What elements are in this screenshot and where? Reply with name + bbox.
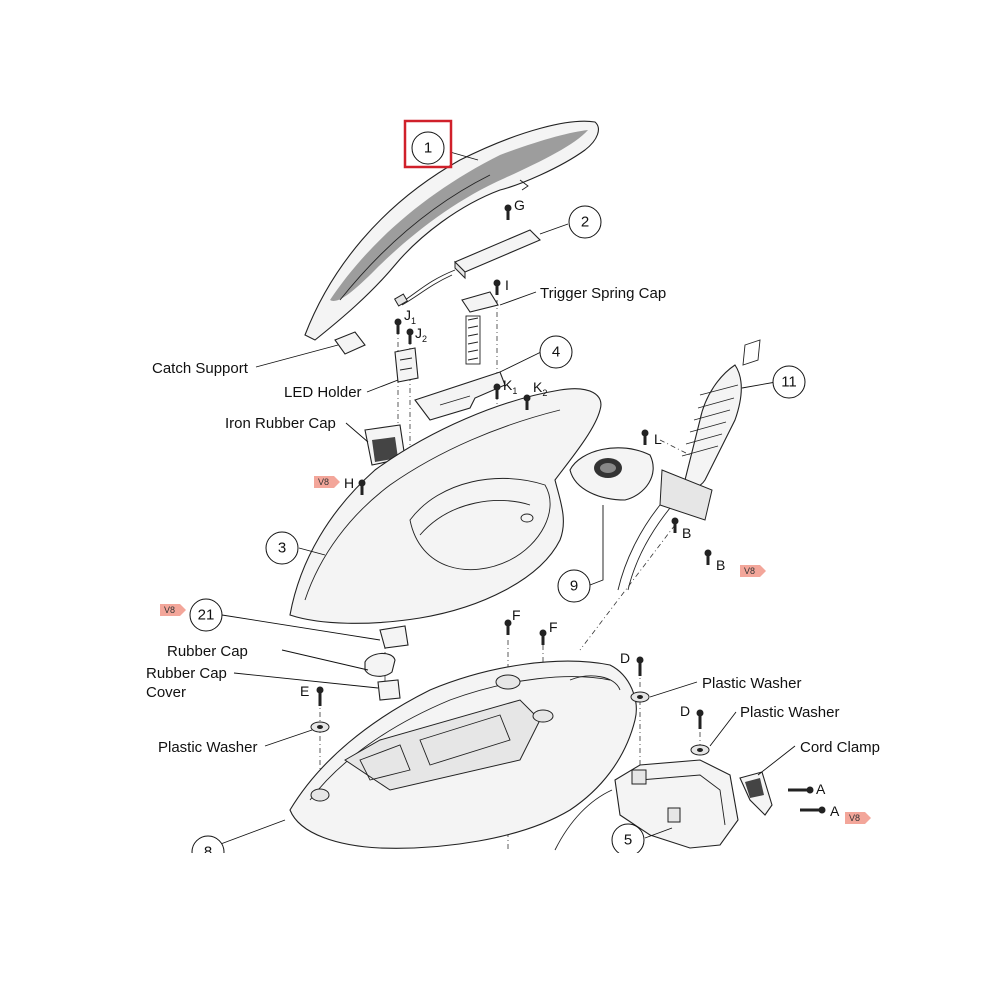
label-iron-rubber-cap: Iron Rubber Cap: [225, 415, 336, 432]
led-holder-part: [394, 347, 419, 383]
catch-support-part: [334, 331, 366, 355]
screw-letter-a1: A: [816, 781, 826, 797]
badge-v8-a-text: V8: [849, 813, 860, 823]
callout-8-number: 8: [204, 844, 212, 861]
screw-letter-j1-main: J: [404, 307, 411, 323]
screw-letter-j2-sub: 2: [422, 334, 427, 344]
part-21-piece: [379, 625, 409, 649]
label-rubber-cap-cover-line1: Rubber Cap: [146, 665, 227, 682]
screw-letter-i: I: [505, 277, 509, 293]
rubber-cap-cover-part: [377, 679, 401, 701]
callout-3: 3: [265, 531, 299, 565]
callout-2: 2: [568, 205, 602, 239]
screw-letter-b2: B: [716, 557, 725, 573]
callout-2-number: 2: [581, 214, 589, 231]
screw-letter-d1: D: [620, 650, 630, 666]
callout-4: 4: [539, 335, 573, 369]
screw-letter-a2: A: [830, 803, 840, 819]
screw-letter-k1-main: K: [503, 377, 513, 393]
callout-21-number: 21: [198, 607, 215, 624]
screw-letter-k1-sub: 1: [512, 386, 517, 396]
callout-9: 9: [557, 569, 591, 603]
badge-v8-21: V8: [160, 604, 186, 616]
rubber-cap-part: [364, 652, 396, 677]
screw-letter-j2-main: J: [415, 325, 422, 341]
screw-letter-e: E: [300, 683, 309, 699]
badge-v8-h-text: V8: [318, 477, 329, 487]
upper-housing: [289, 388, 602, 624]
badge-v8-b-text: V8: [744, 566, 755, 576]
screw-letter-j2: J2: [415, 325, 427, 344]
callout-21: 21: [189, 598, 223, 632]
highlight-box: [403, 119, 453, 169]
rear-cover: [554, 759, 739, 851]
cord-clamp-part: [739, 771, 773, 816]
callout-1: 1: [411, 131, 445, 165]
screw-letter-j1-sub: 1: [411, 316, 416, 326]
callout-3-number: 3: [278, 540, 286, 557]
leader-lines: [217, 151, 796, 846]
screw-letter-j1: J1: [404, 307, 416, 326]
trigger-spring: [461, 291, 499, 365]
badge-v8-h: V8: [314, 476, 340, 488]
screw-letter-k2-sub: 2: [542, 388, 547, 398]
label-rubber-cap-cover-line2: Cover: [146, 684, 186, 701]
power-cord: [617, 339, 761, 591]
washers: [310, 691, 710, 756]
callout-4-number: 4: [552, 344, 560, 361]
badge-v8-a: V8: [845, 812, 871, 824]
callout-1-number: 1: [424, 140, 432, 157]
label-trigger-spring-cap: Trigger Spring Cap: [540, 285, 666, 302]
callout-11: 11: [772, 365, 806, 399]
callout-9-number: 9: [570, 578, 578, 595]
screw-letter-k2: K2: [533, 379, 547, 398]
pcb-board: [393, 229, 541, 307]
label-rubber-cap: Rubber Cap: [167, 643, 248, 660]
badge-v8-b: V8: [740, 565, 766, 577]
bottom-whitespace: [0, 853, 1000, 1000]
badge-v8-21-text: V8: [164, 605, 175, 615]
screw-letter-d2: D: [680, 703, 690, 719]
callout-5-number: 5: [624, 832, 632, 849]
screw-letter-b1: B: [682, 525, 691, 541]
label-plastic-washer-right-1: Plastic Washer: [702, 675, 801, 692]
lower-body: [289, 660, 637, 849]
callout-11-number: 11: [781, 374, 797, 391]
callout-5: 5: [611, 823, 645, 857]
handle-top-cover: [304, 120, 599, 341]
screws: [316, 204, 826, 814]
screw-letter-h: H: [344, 475, 354, 491]
screw-letter-f2: F: [549, 619, 558, 635]
screw-letter-k2-main: K: [533, 379, 543, 395]
screw-letter-g: G: [514, 197, 525, 213]
screw-letter-l: L: [654, 431, 662, 447]
label-catch-support: Catch Support: [152, 360, 249, 377]
steam-button-cap: [569, 447, 654, 501]
label-plastic-washer-left: Plastic Washer: [158, 739, 257, 756]
label-led-holder: LED Holder: [284, 384, 362, 401]
screw-letter-k1: K1: [503, 377, 517, 396]
screw-letter-f1: F: [512, 607, 521, 623]
label-plastic-washer-right-2: Plastic Washer: [740, 704, 839, 721]
label-cord-clamp: Cord Clamp: [800, 739, 880, 756]
